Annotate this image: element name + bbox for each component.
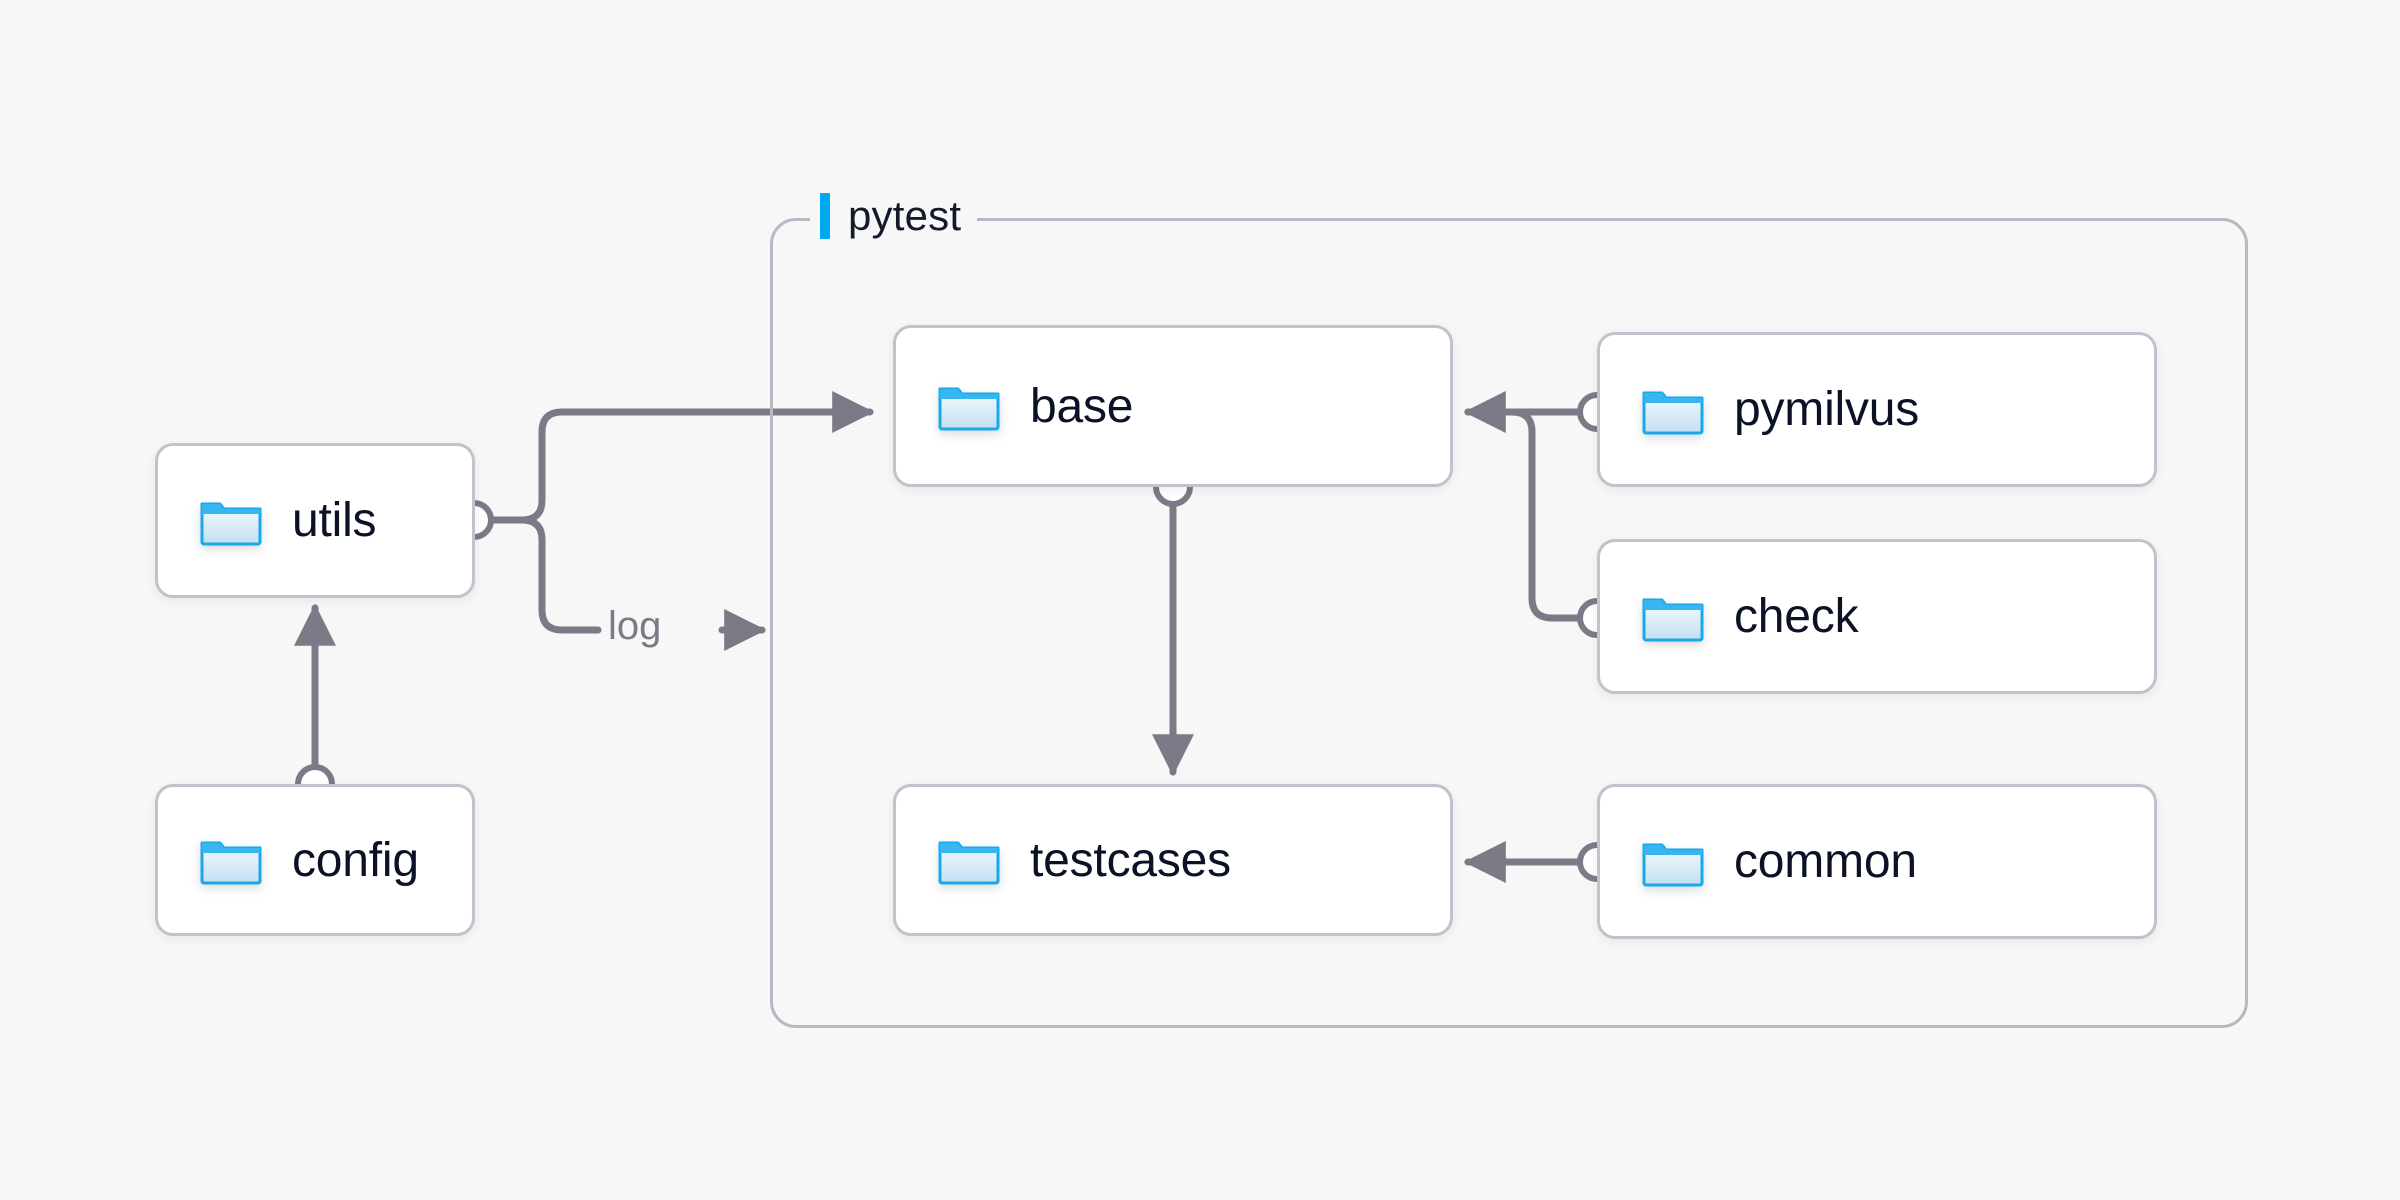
folder-icon (938, 387, 1000, 431)
folder-icon (1642, 391, 1704, 434)
node-pymilvus[interactable]: pymilvus (1597, 332, 2157, 487)
group-pytest-title: pytest (848, 192, 962, 239)
folder-icon (1642, 843, 1704, 886)
node-base[interactable]: base (893, 325, 1453, 487)
node-utils[interactable]: utils (155, 443, 475, 598)
folder-icon (1642, 598, 1704, 641)
node-config-label: config (292, 833, 419, 887)
node-utils-label: utils (292, 494, 377, 547)
folder-icon (938, 841, 1000, 885)
node-check[interactable]: check (1597, 539, 2157, 694)
node-config[interactable]: config (155, 784, 475, 936)
edge-label-log: log (608, 604, 662, 648)
node-common[interactable]: common (1597, 784, 2157, 939)
node-testcases-label: testcases (1030, 833, 1231, 887)
node-testcases[interactable]: testcases (893, 784, 1453, 936)
node-common-label: common (1734, 835, 1917, 888)
folder-icon (200, 841, 262, 885)
node-pymilvus-label: pymilvus (1734, 383, 1920, 436)
accent-bar-icon (820, 193, 830, 239)
group-pytest[interactable] (770, 218, 2248, 1028)
node-base-label: base (1030, 379, 1134, 433)
group-pytest-label: pytest (810, 188, 978, 244)
folder-icon (200, 502, 262, 545)
node-check-label: check (1734, 590, 1859, 643)
